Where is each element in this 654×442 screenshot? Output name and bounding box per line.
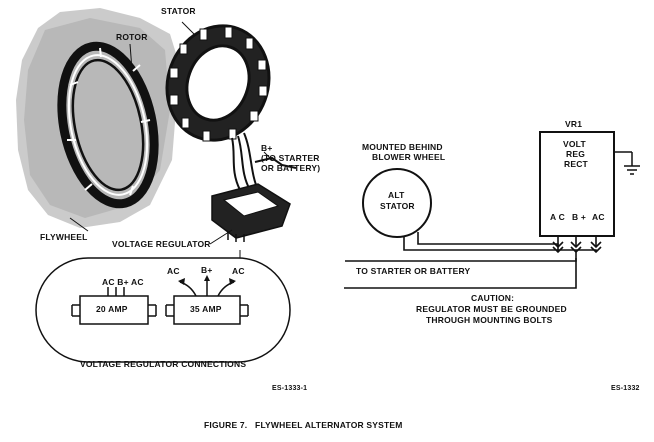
label-stator: STATOR — [161, 6, 196, 16]
ref-es-1333-1: ES-1333-1 — [272, 385, 308, 392]
arrowheads-35 — [178, 275, 236, 285]
label-35-ac-left: AC — [167, 266, 180, 276]
label-35-amp: 35 AMP — [190, 304, 222, 314]
voltage-regulator-box — [539, 131, 615, 237]
label-caution-3: THROUGH MOUNTING BOLTS — [426, 315, 553, 325]
label-b-plus: B+ — [261, 143, 273, 153]
label-20-amp: 20 AMP — [96, 304, 128, 314]
regulator-module — [211, 183, 291, 242]
ground-connection — [614, 151, 640, 175]
label-b-plus-note-1: (TO STARTER — [261, 153, 320, 163]
connections-panel — [35, 257, 291, 363]
label-35-ac-right: AC — [232, 266, 245, 276]
label-reg: REG — [566, 149, 586, 159]
label-rotor: ROTOR — [116, 32, 148, 42]
label-caution: CAUTION: — [471, 293, 515, 303]
regulator-35-amp — [165, 280, 249, 325]
label-20-terminals: AC B+ AC — [102, 277, 144, 287]
label-mounted-2: BLOWER WHEEL — [372, 152, 446, 162]
label-connections-caption: VOLTAGE REGULATOR CONNECTIONS — [80, 359, 247, 369]
alt-stator-circle — [362, 168, 432, 238]
leader-lines — [69, 21, 273, 258]
label-to-starter: TO STARTER OR BATTERY — [356, 266, 471, 276]
label-caution-2: REGULATOR MUST BE GROUNDED — [416, 304, 567, 314]
ref-es-1332: ES-1332 — [611, 385, 640, 392]
label-term-b-plus: B + — [572, 212, 587, 222]
label-vr1: VR1 — [565, 119, 583, 129]
label-volt: VOLT — [563, 139, 586, 149]
label-voltage-regulator: VOLTAGE REGULATOR — [112, 239, 211, 249]
rotor-ring — [57, 41, 159, 209]
label-b-plus-note-2: OR BATTERY) — [261, 163, 321, 173]
wiring — [344, 232, 597, 289]
label-alt: ALT — [388, 190, 405, 200]
label-flywheel: FLYWHEEL — [40, 232, 88, 242]
label-35-b-plus: B+ — [201, 265, 213, 275]
regulator-20-amp — [71, 287, 157, 325]
figure-caption: FIGURE 7. FLYWHEEL ALTERNATOR SYSTEM — [204, 420, 403, 430]
label-term-ac-left: A C — [550, 212, 565, 222]
label-mounted-1: MOUNTED BEHIND — [362, 142, 443, 152]
label-rect: RECT — [564, 159, 588, 169]
label-stator-schematic: STATOR — [380, 201, 415, 211]
label-term-ac-right: AC — [592, 212, 605, 222]
stator-ring — [165, 24, 271, 142]
